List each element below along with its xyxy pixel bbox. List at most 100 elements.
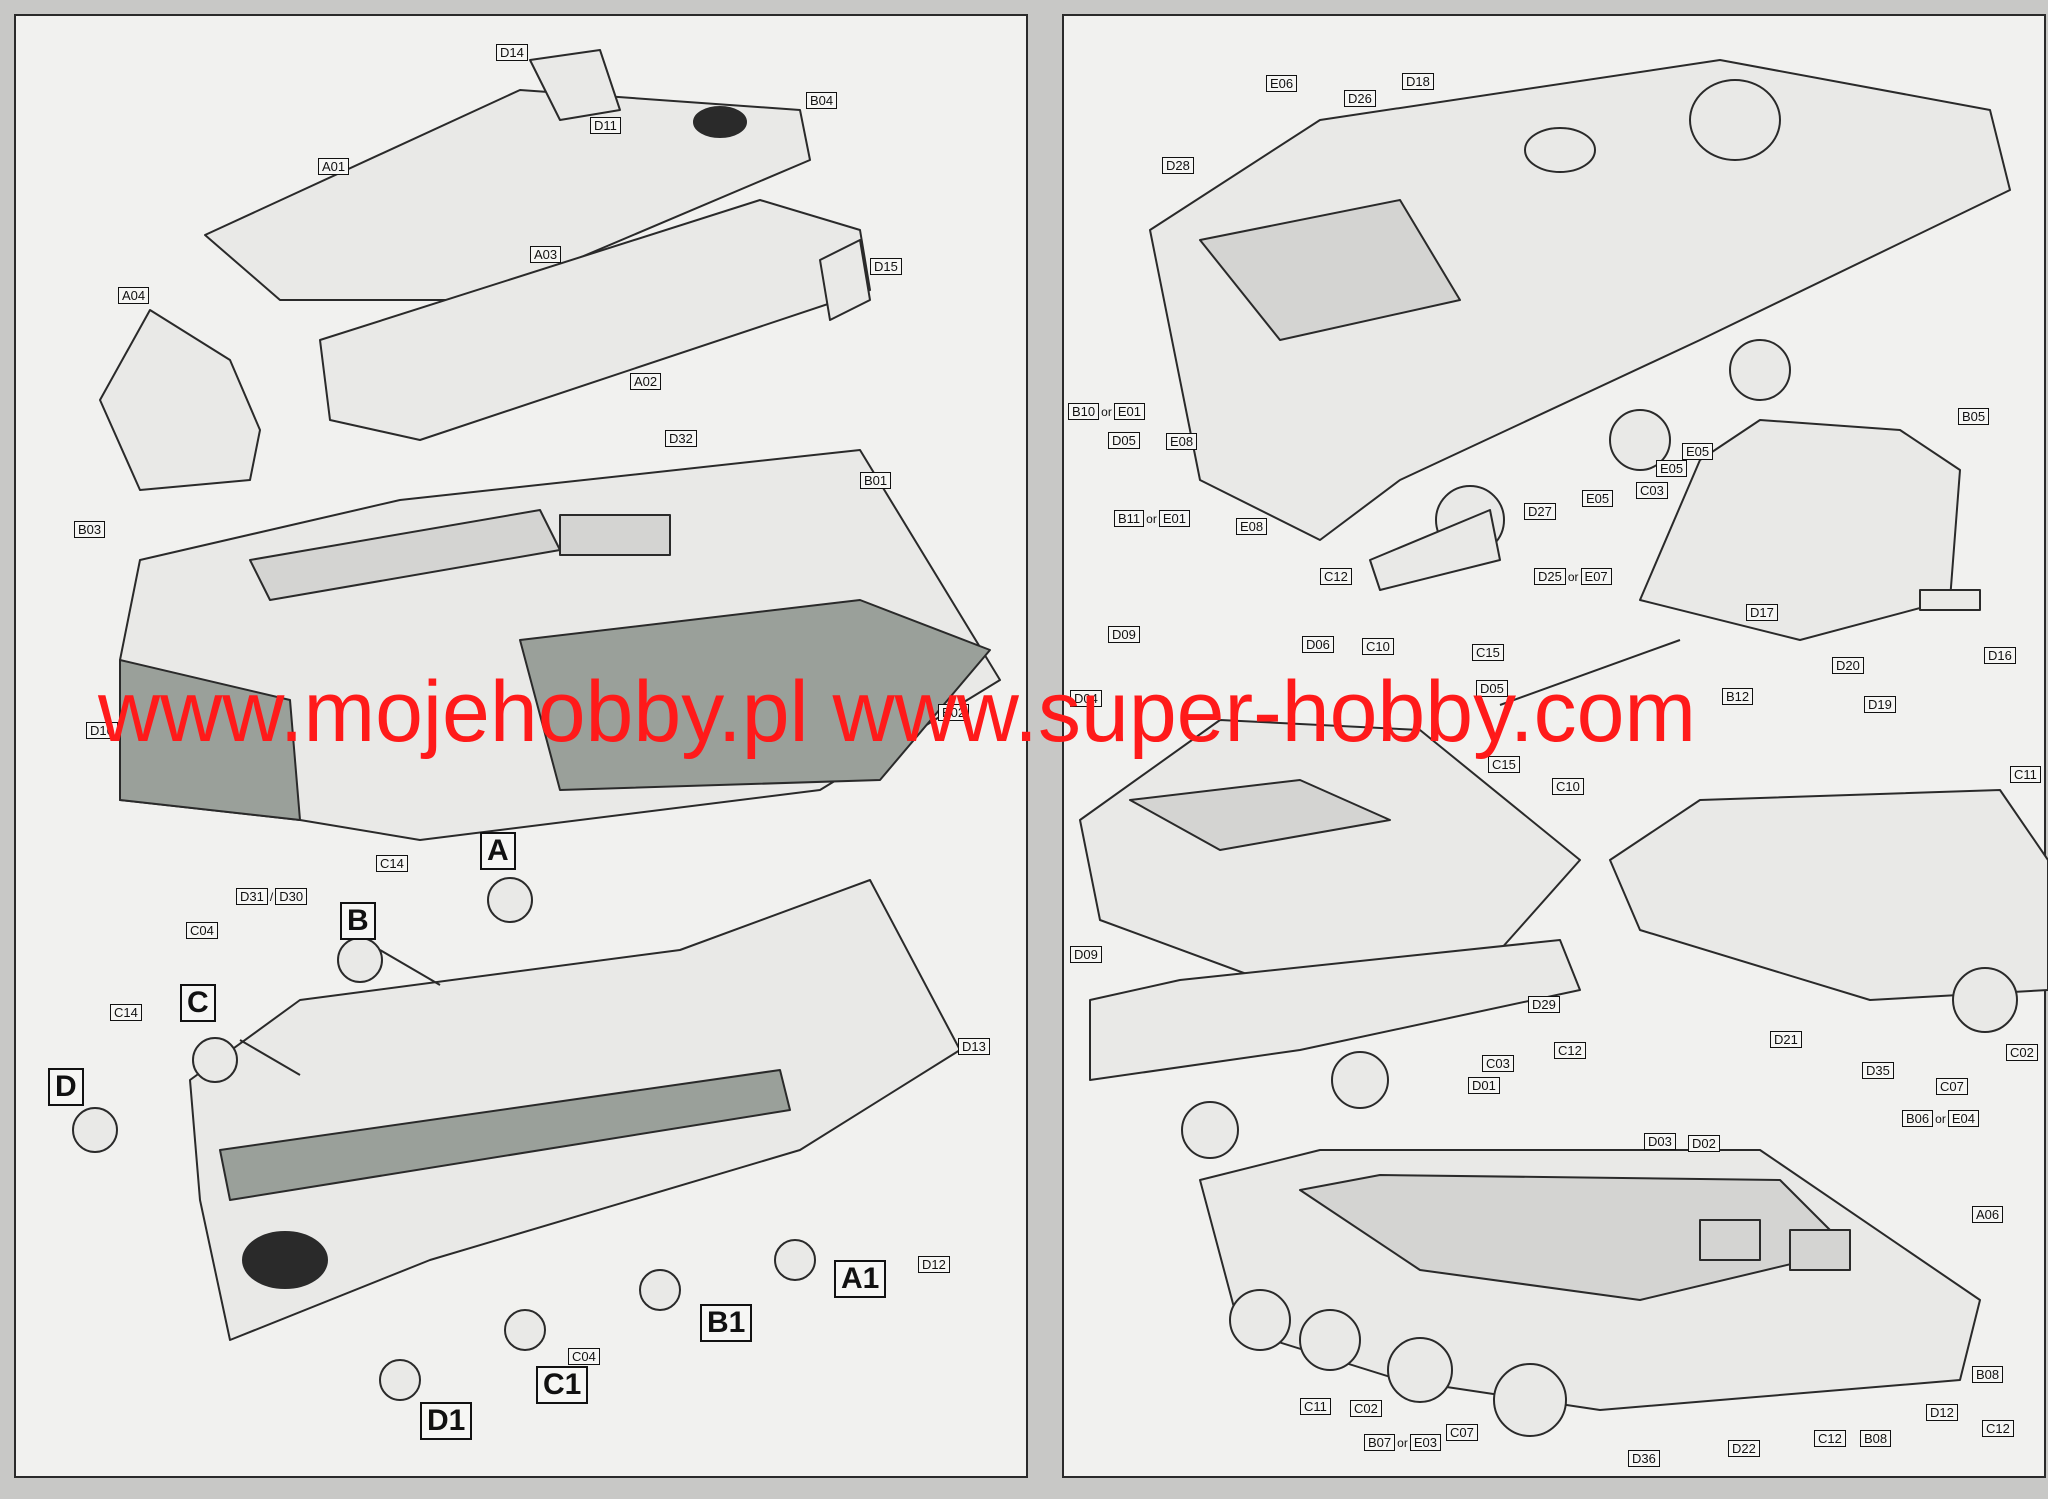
part-label: D29 — [1528, 996, 1560, 1013]
part-label: D27 — [1524, 503, 1556, 520]
or-word: or — [1397, 1436, 1408, 1450]
part-label: C15 — [1488, 756, 1520, 773]
callout-d13: D13 — [958, 1038, 990, 1055]
part-label: C12 — [1320, 568, 1352, 585]
part-label: D11 — [590, 117, 621, 134]
callout-e08-a: E08 — [1166, 433, 1198, 450]
part-label: E08 — [1166, 433, 1198, 450]
part-label: C03 — [1636, 482, 1668, 499]
complete-vehicle-drawing — [1199, 1149, 1981, 1437]
part-label: D05 — [1108, 432, 1140, 449]
callout-c11-a: C11 — [2010, 766, 2041, 783]
step-label-c: C — [180, 984, 216, 1022]
step-label-d: D — [48, 1068, 84, 1106]
part-label: D36 — [1628, 1450, 1660, 1467]
callout-d32: D32 — [665, 430, 697, 447]
callout-c02-b: C02 — [1350, 1400, 1382, 1417]
callout-d06: D06 — [1302, 636, 1334, 653]
part-label: C10 — [1362, 638, 1394, 655]
part-label: D06 — [1302, 636, 1334, 653]
callout-a02: A02 — [630, 373, 662, 390]
part-label: B12 — [1722, 688, 1754, 705]
part-label: D12 — [1926, 1404, 1958, 1421]
step-label-b: B — [340, 902, 376, 940]
callout-c03-a: C03 — [1636, 482, 1668, 499]
part-label: D13 — [958, 1038, 990, 1055]
callout-d18: D18 — [1402, 73, 1434, 90]
part-label: A01 — [318, 158, 350, 175]
callout-b12: B12 — [1722, 688, 1754, 705]
part-label: D04 — [1070, 690, 1102, 707]
callout-b05: B05 — [1958, 408, 1990, 425]
part-label: D21 — [1770, 1031, 1802, 1048]
callout-d28: D28 — [1162, 157, 1194, 174]
part-label: D05 — [1476, 680, 1508, 697]
callout-c15-a: C15 — [1472, 644, 1504, 661]
part-label: C04 — [186, 922, 218, 939]
hull-top-plate-drawing — [99, 49, 871, 491]
callout-d01: D01 — [1468, 1077, 1500, 1094]
callout-a06: A06 — [1972, 1206, 2004, 1223]
part-label: E05 — [1656, 460, 1688, 477]
callout-d09-a: D09 — [1108, 626, 1140, 643]
callout-c14-a: C14 — [376, 855, 408, 872]
step-label-a: A — [480, 832, 516, 870]
part-label: D25 — [1534, 568, 1566, 585]
callout-d11: D11 — [590, 117, 621, 134]
callout-c12-a: C12 — [1320, 568, 1352, 585]
part-label: A06 — [1972, 1206, 2004, 1223]
part-label: B04 — [806, 92, 838, 109]
callout-d16: D16 — [1984, 647, 2016, 664]
part-label: D35 — [1862, 1062, 1894, 1079]
or-word: or — [1935, 1112, 1946, 1126]
hull-front-detail-drawing — [1609, 789, 2048, 1033]
callout-c02-a: C02 — [2006, 1044, 2038, 1061]
callout-d20: D20 — [1832, 657, 1864, 674]
part-label: D20 — [1832, 657, 1864, 674]
part-label: C03 — [1482, 1055, 1514, 1072]
part-label: D22 — [1728, 1440, 1760, 1457]
part-label: D14 — [496, 44, 528, 61]
callout-d15: D15 — [870, 258, 902, 275]
part-label: E06 — [1266, 75, 1298, 92]
part-label: E03 — [1409, 1434, 1441, 1451]
callout-d03: D03 — [1644, 1133, 1676, 1150]
callout-c11-b: C11 — [1300, 1398, 1331, 1415]
callout-e06: E06 — [1266, 75, 1298, 92]
part-label: D03 — [1644, 1133, 1676, 1150]
callout-d02: D02 — [1688, 1135, 1720, 1152]
callout-d21: D21 — [1770, 1031, 1802, 1048]
part-label: C02 — [1350, 1400, 1382, 1417]
callout-c12-b: C12 — [1554, 1042, 1586, 1059]
part-label: E05 — [1582, 490, 1614, 507]
part-label: D19 — [1864, 696, 1896, 713]
part-label: C11 — [1300, 1398, 1331, 1415]
part-label: E01 — [1158, 510, 1190, 527]
callout-c03-b: C03 — [1482, 1055, 1514, 1072]
part-label: D17 — [1746, 604, 1778, 621]
callout-d05-b: D05 — [1476, 680, 1508, 697]
part-label: D12 — [918, 1256, 950, 1273]
callout-d09-b: D09 — [1070, 946, 1102, 963]
callout-d10: D10 — [86, 722, 118, 739]
hull-middle-assembly-drawing — [119, 449, 1001, 841]
callout-d12: D12 — [918, 1256, 950, 1273]
part-label: D02 — [1688, 1135, 1720, 1152]
part-label: D18 — [1402, 73, 1434, 90]
part-label: D09 — [1108, 626, 1140, 643]
step-label-d1: D1 — [420, 1402, 473, 1440]
callout-c12-d: C12 — [1982, 1420, 2014, 1437]
part-label: C14 — [110, 1004, 142, 1021]
part-label: B08 — [1972, 1366, 2004, 1383]
part-label: A04 — [118, 287, 150, 304]
callout-c15-b: C15 — [1488, 756, 1520, 773]
part-label: C12 — [1982, 1420, 2014, 1437]
part-label: B08 — [1860, 1430, 1892, 1447]
callout-c04-a: C04 — [186, 922, 218, 939]
or-word: or — [1567, 570, 1579, 584]
